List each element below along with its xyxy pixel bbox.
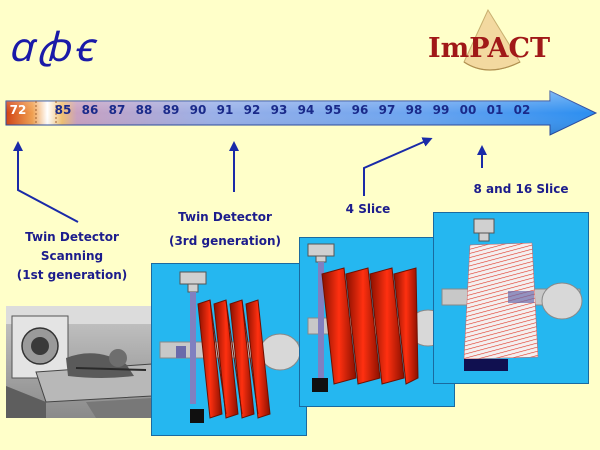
timeline-arrow bbox=[5, 90, 598, 136]
impact-cone-icon bbox=[463, 8, 521, 71]
timeline-year-label: 72 bbox=[9, 103, 27, 117]
milestone-subtitle: (1st generation) bbox=[16, 268, 128, 282]
timeline-year-label: 02 bbox=[513, 103, 531, 117]
timeline-year-label: 87 bbox=[108, 103, 126, 117]
third-gen-scanner-panel bbox=[151, 263, 307, 436]
timeline-year-label: 95 bbox=[324, 103, 342, 117]
timeline-year-label: 96 bbox=[351, 103, 369, 117]
milestone-label-3rd-gen: Twin Detector (3rd generation) bbox=[160, 205, 290, 253]
milestone-label-8-16-slice: 8 and 16 Slice bbox=[456, 182, 586, 196]
first-gen-scanner-photo bbox=[6, 306, 152, 418]
timeline-year-label: 93 bbox=[270, 103, 288, 117]
connector-4-slice bbox=[363, 137, 433, 196]
eight-sixteen-slice-scanner-illustration bbox=[441, 218, 583, 371]
eight-sixteen-slice-scanner-panel bbox=[433, 212, 589, 384]
timeline-year-label: 98 bbox=[405, 103, 423, 117]
milestone-title-line: Twin Detector bbox=[25, 230, 119, 244]
timeline-year-label: 99 bbox=[432, 103, 450, 117]
timeline-year-label: 88 bbox=[135, 103, 153, 117]
timeline-year-label: 85 bbox=[54, 103, 72, 117]
timeline-year-label: 91 bbox=[216, 103, 234, 117]
timeline-year-label: 94 bbox=[297, 103, 315, 117]
milestone-label-1st-gen: Twin Detector Scanning (1st generation) bbox=[2, 228, 142, 285]
milestone-title-line: 8 and 16 Slice bbox=[473, 182, 569, 196]
connector-1st-gen bbox=[13, 141, 79, 223]
abc-logo: ꭤꞗꞓ bbox=[8, 25, 98, 71]
milestone-title-line: Twin Detector bbox=[178, 210, 272, 224]
timeline-year-label: 86 bbox=[81, 103, 99, 117]
timeline-year-label: 00 bbox=[459, 103, 477, 117]
milestone-title-line: 4 Slice bbox=[345, 202, 391, 216]
impact-brand-name: ImPACT bbox=[428, 33, 551, 64]
timeline-year-label: 89 bbox=[162, 103, 180, 117]
milestone-label-4-slice: 4 Slice bbox=[328, 202, 408, 216]
timeline-year-label: 97 bbox=[378, 103, 396, 117]
milestone-title-line: Scanning bbox=[40, 249, 104, 263]
four-slice-scanner-panel bbox=[299, 237, 455, 407]
third-gen-scanner-illustration bbox=[159, 271, 301, 423]
timeline-year-label: 92 bbox=[243, 103, 261, 117]
milestone-subtitle: (3rd generation) bbox=[168, 234, 282, 248]
timeline-year-label: 90 bbox=[189, 103, 207, 117]
timeline-year-label: 01 bbox=[486, 103, 504, 117]
four-slice-scanner-illustration bbox=[307, 243, 449, 392]
